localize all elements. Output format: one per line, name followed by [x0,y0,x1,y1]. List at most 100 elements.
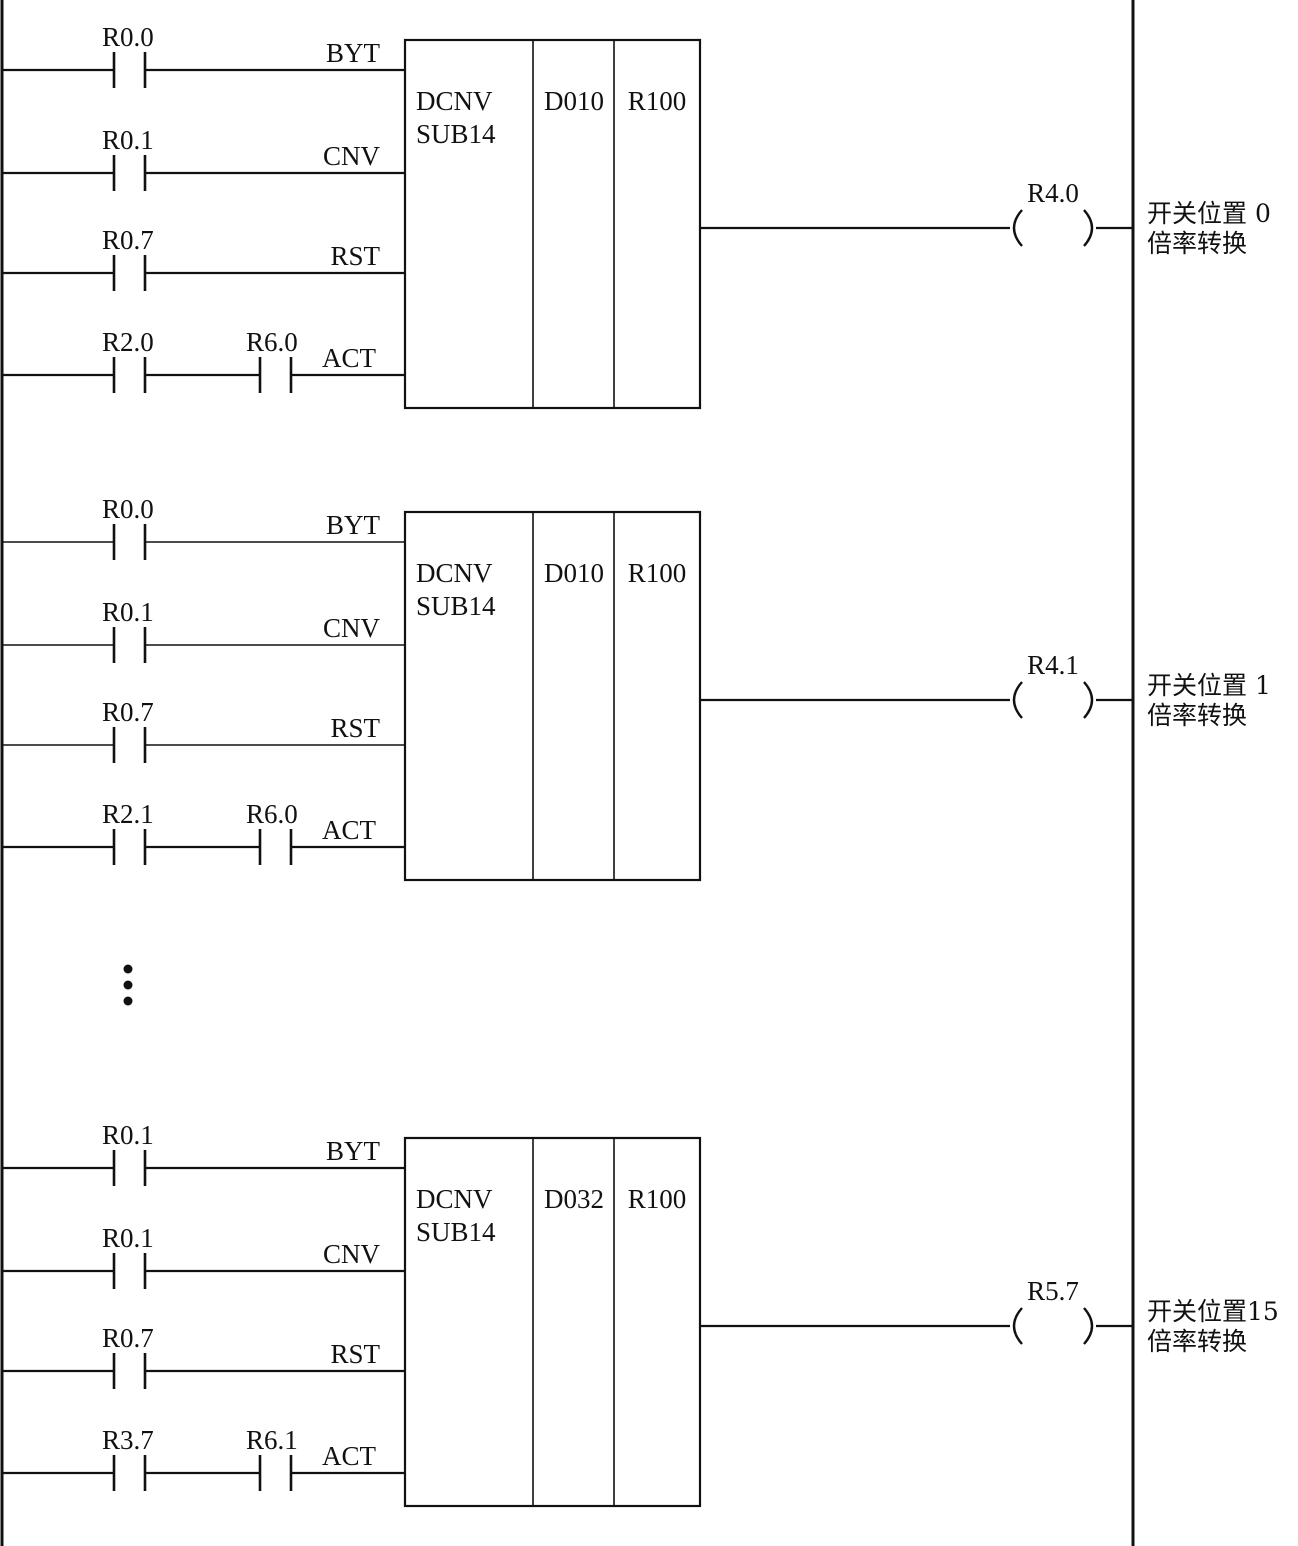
contact-address: R0.7 [102,1323,154,1353]
normally-open-contact: R2.1 [102,799,154,865]
output-coil: R4.1 [1012,650,1094,719]
normally-open-contact: R0.7 [102,697,154,763]
contact-address: R0.7 [102,225,154,255]
function-param-2: R100 [628,86,687,116]
normally-open-contact: R0.0 [102,22,154,88]
pin-label-act: ACT [322,815,377,845]
output-line: R4.1 [700,650,1133,719]
function-param-2: R100 [628,558,687,588]
function-name: DCNV [416,558,493,588]
pin-label-act: ACT [322,1441,377,1471]
normally-open-contact: R3.7 [102,1425,154,1491]
pin-label-byt: BYT [326,1136,381,1166]
comment-line-1: 开关位置15 [1147,1297,1279,1326]
pin-label-rst: RST [330,241,380,271]
contact-address: R0.0 [102,22,154,52]
contact-address: R0.7 [102,697,154,727]
normally-open-contact: R0.0 [102,494,154,560]
function-param-1: D010 [544,86,604,116]
normally-open-contact: R0.1 [102,125,154,191]
coil-left-arc [1012,681,1023,719]
comment-line-1: 开关位置 1 [1147,671,1271,700]
contact-address: R0.1 [102,1223,154,1253]
function-box [403,38,702,410]
pin-label-act: ACT [322,343,377,373]
coil-address: R5.7 [1027,1276,1079,1306]
normally-open-contact: R0.7 [102,225,154,291]
ellipsis-dot [123,964,133,974]
output-line: R5.7 [700,1276,1133,1345]
normally-open-contact: R0.1 [102,1120,154,1186]
function-name: DCNV [416,1184,493,1214]
output-coil: R5.7 [1012,1276,1094,1345]
contact-address: R0.0 [102,494,154,524]
normally-open-contact: R0.1 [102,1223,154,1289]
contact-address: R2.0 [102,327,154,357]
contact-address: R0.1 [102,1120,154,1150]
function-sub-number: SUB14 [416,591,496,621]
coil-right-arc [1083,681,1094,719]
ellipsis-dot [123,980,133,990]
comment-line-2: 倍率转换 [1147,1327,1247,1356]
coil-address: R4.0 [1027,178,1079,208]
pin-label-cnv: CNV [323,141,381,171]
function-param-1: D032 [544,1184,604,1214]
contact-address: R0.1 [102,125,154,155]
contact-address: R2.1 [102,799,154,829]
function-sub-number: SUB14 [416,1217,496,1247]
output-coil: R4.0 [1012,178,1094,247]
coil-left-arc [1012,209,1023,247]
function-box [403,1136,702,1508]
pin-label-cnv: CNV [323,613,381,643]
contact-address: R6.0 [246,799,298,829]
output-line: R4.0 [700,178,1133,247]
normally-open-contact: R0.7 [102,1323,154,1389]
pin-label-byt: BYT [326,510,381,540]
coil-right-arc [1083,1307,1094,1345]
pin-label-byt: BYT [326,38,381,68]
pin-label-rst: RST [330,1339,380,1369]
contact-address: R0.1 [102,597,154,627]
ellipsis-dot [123,996,133,1006]
normally-open-contact: R6.0 [246,799,298,865]
comment-line-1: 开关位置 0 [1147,199,1271,228]
pin-label-cnv: CNV [323,1239,381,1269]
function-sub-number: SUB14 [416,119,496,149]
function-param-1: D010 [544,558,604,588]
coil-address: R4.1 [1027,650,1079,680]
pin-label-rst: RST [330,713,380,743]
function-name: DCNV [416,86,493,116]
normally-open-contact: R0.1 [102,597,154,663]
normally-open-contact: R6.1 [246,1425,298,1491]
comment-line-2: 倍率转换 [1147,229,1247,258]
contact-address: R3.7 [102,1425,154,1455]
normally-open-contact: R2.0 [102,327,154,393]
contact-address: R6.0 [246,327,298,357]
normally-open-contact: R6.0 [246,327,298,393]
contact-address: R6.1 [246,1425,298,1455]
function-box [403,510,702,882]
